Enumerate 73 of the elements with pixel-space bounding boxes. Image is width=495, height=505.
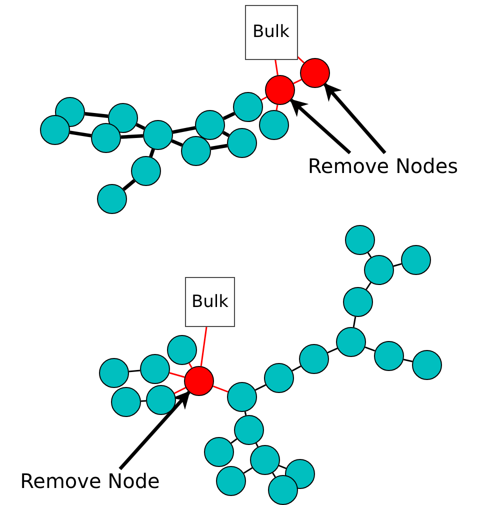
connector-line xyxy=(243,467,253,474)
connector-line xyxy=(366,282,372,290)
connector-line xyxy=(70,130,92,138)
connector-line xyxy=(254,384,266,391)
graph-node-circle xyxy=(97,184,127,214)
connector-line xyxy=(122,179,136,191)
graph-node-circle xyxy=(336,327,366,357)
graph-node-circle xyxy=(259,110,289,140)
graph-node-circle xyxy=(227,382,257,412)
connector-line xyxy=(393,263,402,267)
bulk-box: Bulk xyxy=(244,4,298,60)
graph-node-circle xyxy=(181,136,211,166)
connector-line xyxy=(188,362,192,368)
connector-line xyxy=(230,438,238,444)
connector-line xyxy=(84,112,108,118)
pointer-arrow xyxy=(290,98,352,154)
connector-line xyxy=(200,326,208,366)
connector-line xyxy=(120,134,144,139)
graph-node-circle xyxy=(268,475,298,505)
graph-node-circle xyxy=(167,335,197,365)
connector-line xyxy=(174,387,186,394)
connector-line xyxy=(140,400,146,402)
graph-node-circle xyxy=(216,466,246,496)
connector-line xyxy=(403,358,413,362)
graph-node-circle xyxy=(111,387,141,417)
removed-node-circle xyxy=(265,75,295,105)
connector-line xyxy=(278,464,286,470)
graph-node-circle xyxy=(131,156,161,186)
connector-line xyxy=(169,372,185,378)
annotation-text: Remove Nodes xyxy=(293,153,473,179)
graph-node-circle xyxy=(234,415,264,445)
graph-node-circle xyxy=(204,437,234,467)
graph-node-circle xyxy=(364,255,394,285)
connector-line xyxy=(136,123,146,130)
connector-line xyxy=(274,59,278,76)
graph-node-circle xyxy=(40,115,70,145)
pointer-arrow xyxy=(118,390,190,470)
graph-node-circle xyxy=(250,445,280,475)
connector-line xyxy=(222,130,230,138)
connector-line xyxy=(149,148,155,158)
connector-line xyxy=(364,346,376,352)
graph-node-circle xyxy=(264,363,294,393)
connector-line xyxy=(222,112,236,120)
graph-node-circle xyxy=(227,128,257,158)
connector-line xyxy=(293,78,302,84)
removed-node-circle xyxy=(184,366,214,396)
connector-line xyxy=(276,104,278,110)
graph-node-circle xyxy=(412,350,442,380)
graph-node-circle xyxy=(146,385,176,415)
graph-node-circle xyxy=(143,120,173,150)
connector-line xyxy=(352,316,356,328)
graph-node-circle xyxy=(401,245,431,275)
graph-node-circle xyxy=(233,92,263,122)
removed-node-circle xyxy=(300,58,330,88)
graph-node-circle xyxy=(374,341,404,371)
connector-line xyxy=(128,370,140,372)
connector-line xyxy=(210,144,228,150)
connector-line xyxy=(327,348,338,354)
connector-line xyxy=(171,139,183,147)
graph-node-circle xyxy=(195,110,225,140)
graph-node-circle xyxy=(343,287,373,317)
pointer-arrow xyxy=(324,82,386,154)
graph-node-circle xyxy=(99,358,129,388)
connector-line xyxy=(292,366,302,372)
graph-node-circle xyxy=(345,225,375,255)
graph-node-circle xyxy=(140,354,170,384)
bulk-box: Bulk xyxy=(185,277,235,327)
connector-line xyxy=(172,126,196,134)
graph-node-circle xyxy=(108,103,138,133)
graph-node-circle xyxy=(299,344,329,374)
graph-node-circle xyxy=(91,123,121,153)
connector-line xyxy=(212,386,228,392)
annotation-text: Remove Node xyxy=(8,469,172,493)
